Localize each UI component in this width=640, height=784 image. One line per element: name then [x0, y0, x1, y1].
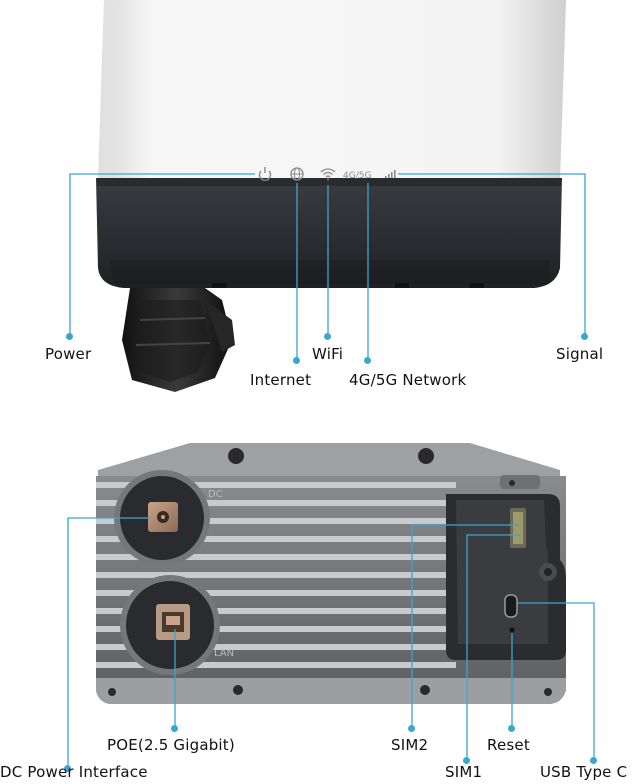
sim2-label: SIM2 [391, 736, 429, 754]
network-indicator-text: 4G/5G [343, 171, 371, 181]
wifi-icon [320, 168, 336, 181]
usb-c-port [504, 594, 518, 618]
network-label: 4G/5G Network [349, 371, 467, 389]
network-callout-dot [364, 357, 371, 364]
wifi-label: WiFi [312, 345, 344, 363]
dc-power-callout-dot [64, 765, 71, 772]
signal-bars-icon [385, 170, 396, 178]
sim1-label: SIM1 [445, 763, 483, 781]
power-icon [258, 167, 272, 181]
reset-hole [509, 627, 515, 633]
dc-embossed-text: DC [208, 489, 223, 500]
top-callout-lines [69, 173, 586, 360]
usb-callout-dot [590, 757, 597, 764]
reset-label: Reset [487, 736, 530, 754]
heat-sink-fins [96, 482, 456, 668]
sim1-callout-dot [463, 757, 470, 764]
dc-power-label: DC Power Interface [0, 763, 148, 781]
bottom-device: DC LAN [96, 443, 566, 704]
bottom-callout-lines [67, 517, 595, 768]
internet-callout-dot [293, 357, 300, 364]
poe-label: POE(2.5 Gigabit) [107, 736, 235, 754]
internet-label: Internet [250, 371, 312, 389]
signal-callout-dot [581, 333, 588, 340]
signal-label: Signal [556, 345, 604, 363]
power-callout-dot [66, 333, 73, 340]
lan-embossed-text: LAN [214, 648, 234, 659]
globe-icon [290, 167, 304, 181]
sim2-callout-dot [408, 725, 415, 732]
poe-callout-dot [171, 725, 178, 732]
reset-callout-dot [508, 725, 515, 732]
cable-gland [122, 288, 235, 392]
wifi-callout-dot [324, 333, 331, 340]
top-device: 4G/5G [96, 0, 566, 392]
usb-label: USB Type C [540, 763, 628, 781]
power-label: Power [45, 345, 92, 363]
